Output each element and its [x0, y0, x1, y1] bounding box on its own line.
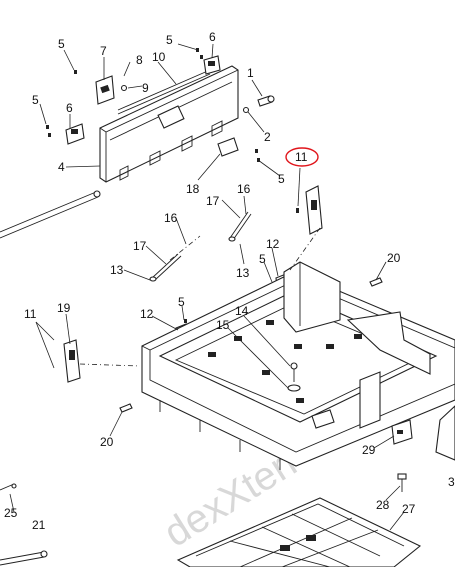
- callout-17: 17: [133, 239, 147, 253]
- callout-20: 20: [387, 251, 401, 265]
- callout-13: 13: [110, 263, 124, 277]
- bolt-28: [397, 473, 407, 492]
- callout-3: 3: [448, 475, 455, 489]
- callout-6: 6: [66, 101, 73, 115]
- callout-13: 13: [236, 266, 250, 280]
- callout-11: 11: [24, 307, 37, 321]
- callout-21: 21: [32, 518, 46, 532]
- rod-assembly-16-17: [149, 211, 252, 282]
- callout-5: 5: [259, 252, 266, 266]
- rod-10: [117, 69, 211, 115]
- long-rod: [0, 190, 101, 239]
- clip-6-top: [203, 55, 221, 75]
- callout-28: 28: [376, 498, 390, 512]
- callout-labels: 5 7 8 9 10 5 6 5 6 4 1 2 18 5 11 17 16 1…: [4, 30, 455, 532]
- callout-16: 16: [164, 211, 178, 225]
- bottom-frame-27: [176, 497, 422, 567]
- bolt-1: [257, 95, 275, 107]
- callout-25: 25: [4, 506, 18, 520]
- pad-20-left: [119, 403, 133, 413]
- callout-14: 14: [235, 304, 249, 318]
- callout-5: 5: [166, 33, 173, 47]
- callout-16: 16: [237, 182, 251, 196]
- callout-27: 27: [402, 502, 416, 516]
- latch-11: [305, 185, 323, 235]
- callout-11-highlighted: 11: [295, 150, 308, 164]
- callout-19: 19: [57, 301, 71, 315]
- callout-20: 20: [100, 435, 114, 449]
- washer-2: [242, 106, 250, 114]
- callout-17: 17: [206, 194, 220, 208]
- hinge-19: [63, 339, 81, 383]
- callout-6: 6: [209, 30, 216, 44]
- hinge-6-left: [65, 123, 85, 145]
- centre-lines: [79, 227, 321, 367]
- callout-5: 5: [32, 93, 39, 107]
- callout-5: 5: [58, 37, 65, 51]
- callout-1: 1: [247, 66, 254, 80]
- back-panel: [99, 65, 239, 183]
- callout-12: 12: [140, 307, 154, 321]
- bracket-29: [391, 419, 413, 445]
- callout-10: 10: [152, 50, 166, 64]
- callout-5: 5: [178, 295, 185, 309]
- label-plate-18: [217, 137, 239, 157]
- callout-12: 12: [266, 237, 280, 251]
- callout-8: 8: [136, 53, 143, 67]
- main-tray: [141, 261, 455, 470]
- side-cover-3: [435, 405, 455, 461]
- rail-21: [0, 550, 48, 566]
- part-25: [0, 483, 17, 491]
- highlight-circle: [285, 147, 319, 167]
- clip-7: [95, 75, 115, 105]
- callout-5: 5: [278, 172, 285, 186]
- callout-2: 2: [264, 130, 271, 144]
- callout-15: 15: [216, 318, 230, 332]
- callout-9: 9: [142, 81, 149, 95]
- callout-4: 4: [58, 160, 65, 174]
- callout-18: 18: [186, 182, 200, 196]
- callout-7: 7: [100, 44, 107, 58]
- pin-9: [120, 84, 128, 92]
- callout-29: 29: [362, 443, 376, 457]
- leader-lines: [9, 43, 405, 531]
